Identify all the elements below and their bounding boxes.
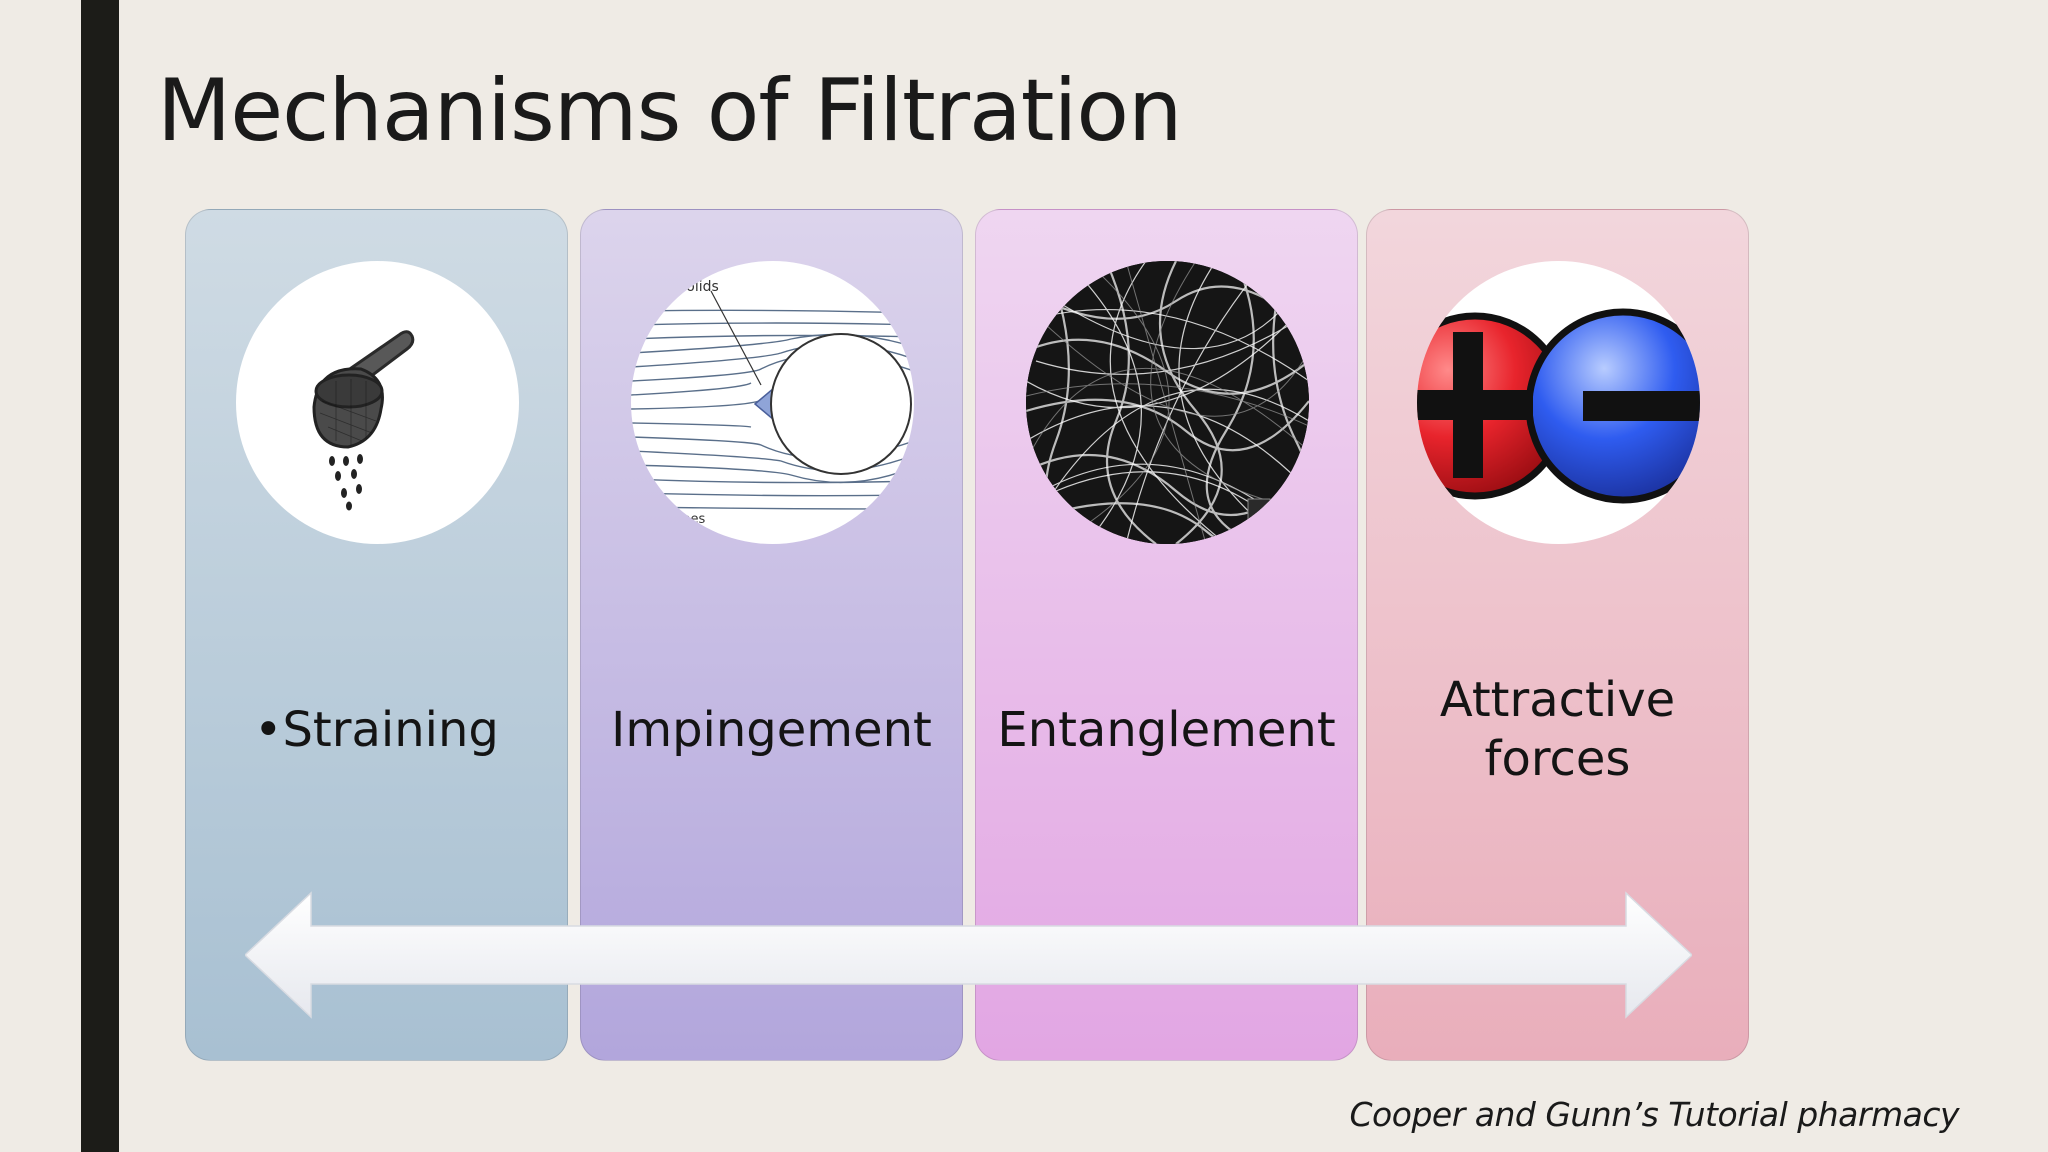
mechanism-label-impingement: Impingement bbox=[611, 701, 932, 758]
plus-minus-charges-icon bbox=[1417, 261, 1700, 544]
slide-title: Mechanisms of Filtration bbox=[157, 61, 1182, 161]
panel-entanglement: Entanglement bbox=[975, 209, 1358, 1061]
mechanism-label-entanglement: Entanglement bbox=[997, 701, 1336, 758]
flow-streamlines-icon: ed solids lines bbox=[631, 261, 914, 544]
citation: Cooper and Gunn’s Tutorial pharmacy bbox=[1349, 1095, 1960, 1134]
strainer-icon bbox=[236, 261, 519, 544]
panel-attractive-forces: Attractive forces bbox=[1366, 209, 1749, 1061]
image-text-solids: solids bbox=[679, 279, 719, 295]
mechanism-label-attractive-forces: Attractive forces bbox=[1439, 672, 1676, 787]
image-text-lines: lines bbox=[675, 512, 705, 527]
panel-straining: •Straining bbox=[185, 209, 568, 1061]
panel-impingement: ed solids lines Impingement bbox=[580, 209, 963, 1061]
fiber-mesh-icon bbox=[1026, 261, 1309, 544]
image-text-ed: ed bbox=[693, 261, 711, 277]
mechanism-label-straining: •Straining bbox=[254, 701, 499, 758]
accent-bar bbox=[81, 0, 119, 1152]
double-headed-arrow bbox=[245, 891, 1692, 1019]
